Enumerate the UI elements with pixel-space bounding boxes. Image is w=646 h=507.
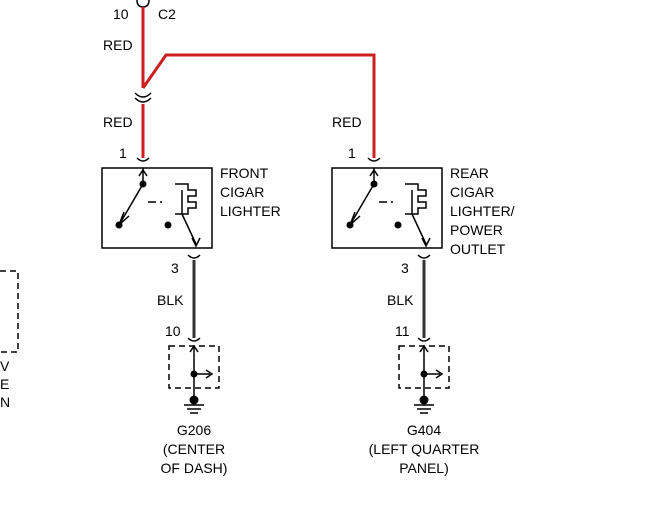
ground-left-pin: 10 [165,323,181,339]
ground-right-desc2: PANEL) [399,460,449,476]
front-lighter: 1 FRONT CIGAR LIGHTER 3 [101,145,281,276]
ground-right-pin: 11 [395,323,410,339]
connector-c2-label: C2 [158,6,176,22]
rear-pin-in: 1 [348,145,356,161]
ground-left-name: G206 [177,422,211,438]
ground-left-desc2: OF DASH) [161,460,228,476]
red-label-upper: RED [103,37,133,53]
ground-g404: 11 G404 (LEFT QUARTER PANEL) [369,323,480,476]
front-pin-out: 3 [171,260,179,276]
red-label-lower-right: RED [332,114,362,130]
ground-right-desc1: (LEFT QUARTER [369,441,480,457]
left-edge-text2: E [0,376,9,392]
black-wires [192,260,426,338]
front-lighter-line2: CIGAR [220,184,264,200]
rear-lighter-line4: POWER [450,222,503,238]
inline-connector [134,92,152,103]
ground-left-desc1: (CENTER [163,441,225,457]
red-wires [141,7,376,158]
front-pin-in: 1 [119,145,127,161]
rear-pin-out: 3 [401,260,409,276]
rear-pin-out-mark [417,254,431,259]
rear-lighter-line2: CIGAR [450,184,494,200]
front-pin-out-mark [187,254,201,259]
rear-lighter-line5: OUTLET [450,241,506,257]
blk-label-right: BLK [387,292,414,308]
ground-g206: 10 G206 (CENTER OF DASH) [161,323,228,476]
left-edge-text3: N [0,394,10,410]
connector-c2: 10 C2 [113,0,176,22]
left-edge-text1: V [0,358,10,374]
blk-label-left: BLK [157,292,184,308]
front-lighter-box [101,167,213,249]
rear-pin-in-mark [367,157,381,162]
rear-lighter-line1: REAR [450,165,489,181]
ground-right-name: G404 [407,422,441,438]
left-edge-partial: V E N [0,270,19,410]
front-pin-in-mark [136,157,150,162]
red-wire-splice-to-rear [141,53,376,158]
rear-lighter-box [331,167,443,249]
red-label-lower-left: RED [103,114,133,130]
rear-lighter: 1 REAR CIGAR LIGHTER/ POWER OUTLET 3 [331,145,515,276]
connector-c2-pin: 10 [113,6,129,22]
rear-lighter-line3: LIGHTER/ [450,203,515,219]
front-lighter-line1: FRONT [220,165,269,181]
front-lighter-line3: LIGHTER [220,203,281,219]
